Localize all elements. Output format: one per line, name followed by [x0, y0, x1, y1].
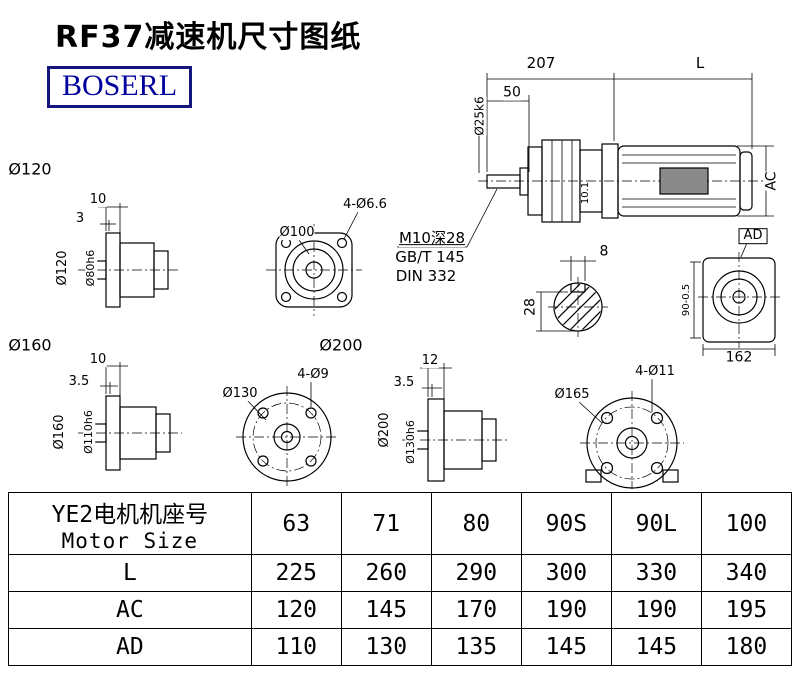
- dim-label: Ø110h6: [82, 410, 96, 454]
- col-header-100: 100: [700, 492, 793, 555]
- dim-label: 207: [526, 54, 556, 73]
- dim-label: 4-Ø9: [297, 367, 329, 383]
- dim-label: Ø200: [319, 335, 363, 355]
- row-label-ac: AC: [8, 591, 252, 629]
- col-header-63: 63: [250, 492, 342, 555]
- value-cell: 130: [340, 628, 432, 666]
- dim-label: Ø100: [279, 225, 315, 241]
- col-header-90s: 90S: [520, 492, 612, 555]
- dim-label: Ø25k6: [472, 96, 487, 136]
- front-view-flange-100: [266, 211, 362, 316]
- value-cell: 290: [430, 554, 522, 592]
- value-cell: 110: [250, 628, 342, 666]
- value-cell: 330: [610, 554, 702, 592]
- col-header-71: 71: [340, 492, 432, 555]
- dim-label: GB/T 145: [395, 248, 465, 267]
- row-label-ad: AD: [8, 628, 252, 666]
- table-header-row: YE2电机机座号 Motor Size 63 71 80 90S 90L 100: [8, 492, 793, 555]
- dim-label: 3: [75, 211, 85, 227]
- shaft-section-view: [536, 256, 608, 337]
- dim-label: 8: [599, 243, 609, 260]
- dim-label: 50: [503, 84, 521, 101]
- dim-label: AC: [763, 171, 780, 191]
- front-view-flange-130: [236, 382, 338, 488]
- value-cell: 190: [520, 591, 612, 629]
- dim-label: 4-Ø11: [635, 364, 675, 380]
- technical-drawing: [78, 73, 780, 489]
- dim-label: Ø120: [55, 250, 71, 286]
- dim-label: Ø160: [52, 414, 68, 450]
- value-cell: 145: [340, 591, 432, 629]
- header-cn: YE2电机机座号: [51, 501, 209, 528]
- dim-label: DIN 332: [395, 267, 457, 286]
- dim-label: M10深28: [398, 229, 466, 248]
- dim-label: Ø80h6: [84, 249, 98, 287]
- table-row-ad: AD 110 130 135 145 145 180: [8, 628, 793, 666]
- motor-size-table: YE2电机机座号 Motor Size 63 71 80 90S 90L 100…: [8, 492, 793, 666]
- value-cell: 145: [520, 628, 612, 666]
- dim-label: 10: [89, 192, 107, 208]
- dim-label: Ø120: [8, 159, 52, 179]
- boserl-logo: BOSERL: [47, 66, 193, 108]
- value-cell: 180: [700, 628, 793, 666]
- col-header-80: 80: [430, 492, 522, 555]
- dim-label: Ø160: [8, 335, 52, 355]
- value-cell: 300: [520, 554, 612, 592]
- value-cell: 170: [430, 591, 522, 629]
- row-label-l: L: [8, 554, 252, 592]
- dim-label: Ø130h6: [404, 420, 418, 464]
- main-assembly-side-view: [397, 73, 774, 248]
- side-view-flange-130h6: [402, 363, 508, 482]
- dim-label: 90-0.5: [680, 283, 693, 317]
- value-cell: 260: [340, 554, 432, 592]
- dim-label: Ø130: [222, 386, 258, 402]
- value-cell: 195: [700, 591, 793, 629]
- dim-label: 12: [421, 353, 439, 369]
- front-view-flange-165: [577, 379, 684, 489]
- header-en: Motor Size: [61, 528, 199, 553]
- value-cell: 120: [250, 591, 342, 629]
- dim-label: 3.5: [393, 375, 415, 391]
- dim-label: 10: [89, 352, 107, 368]
- dim-label: 28: [522, 298, 539, 316]
- table-header-motor-size: YE2电机机座号 Motor Size: [8, 492, 252, 555]
- dim-label: AD: [738, 228, 768, 244]
- dim-label: 3.5: [68, 374, 90, 390]
- page-title: RF37减速机尺寸图纸: [55, 20, 362, 55]
- dim-label: 4-Ø6.6: [343, 197, 387, 213]
- value-cell: 135: [430, 628, 522, 666]
- table-row-l: L 225 260 290 300 330 340: [8, 554, 793, 592]
- value-cell: 225: [250, 554, 342, 592]
- value-cell: 145: [610, 628, 702, 666]
- table-row-ac: AC 120 145 170 190 190 195: [8, 591, 793, 629]
- dim-label: 162: [725, 349, 753, 366]
- dim-label: Ø200: [377, 412, 393, 448]
- dim-label: Ø165: [554, 387, 590, 403]
- value-cell: 190: [610, 591, 702, 629]
- dim-label: 10.1: [579, 181, 592, 205]
- value-cell: 340: [700, 554, 793, 592]
- dim-label: L: [695, 54, 705, 73]
- col-header-90l: 90L: [610, 492, 702, 555]
- output-end-view-ad: [690, 242, 780, 356]
